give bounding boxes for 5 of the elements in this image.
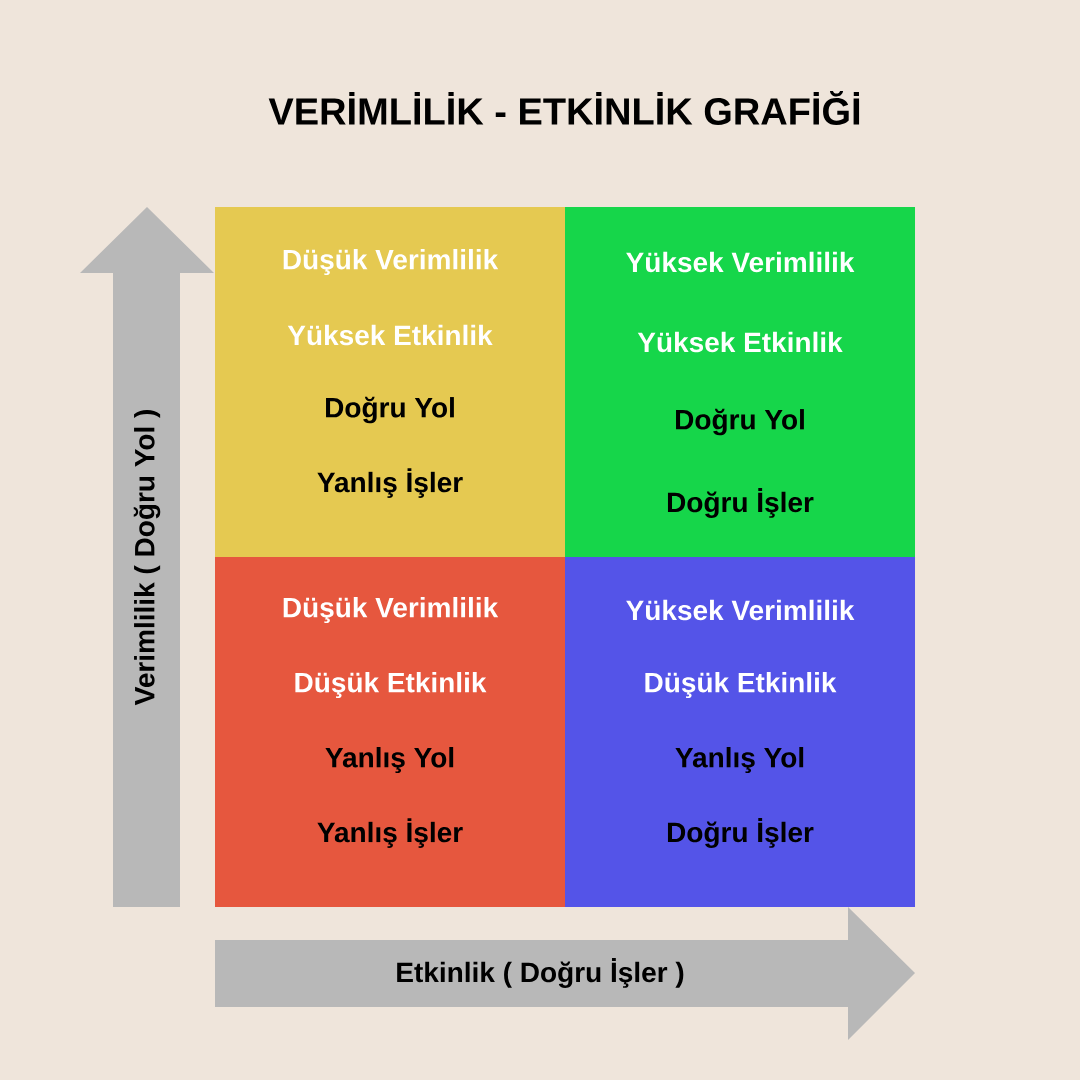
title: VERİMLİLİK - ETKİNLİK GRAFİĞİ xyxy=(268,91,860,125)
quadrant-box: Yüksek Verimlilik Düşük Etkinlik Yanlış Yol Doğru İşler xyxy=(565,557,915,907)
quadrant-box: Düşük Verimlilik Düşük Etkinlik Yanlış Yol Yanlış İşler xyxy=(215,557,565,907)
quadrant-box: Yüksek Verimlilik Yüksek Etkinlik Doğru Yol Doğru İşler xyxy=(565,207,915,557)
quadrant-box: Düşük Verimlilik Yüksek Etkinlik Doğru Yol Yanlış İşler xyxy=(215,207,565,557)
